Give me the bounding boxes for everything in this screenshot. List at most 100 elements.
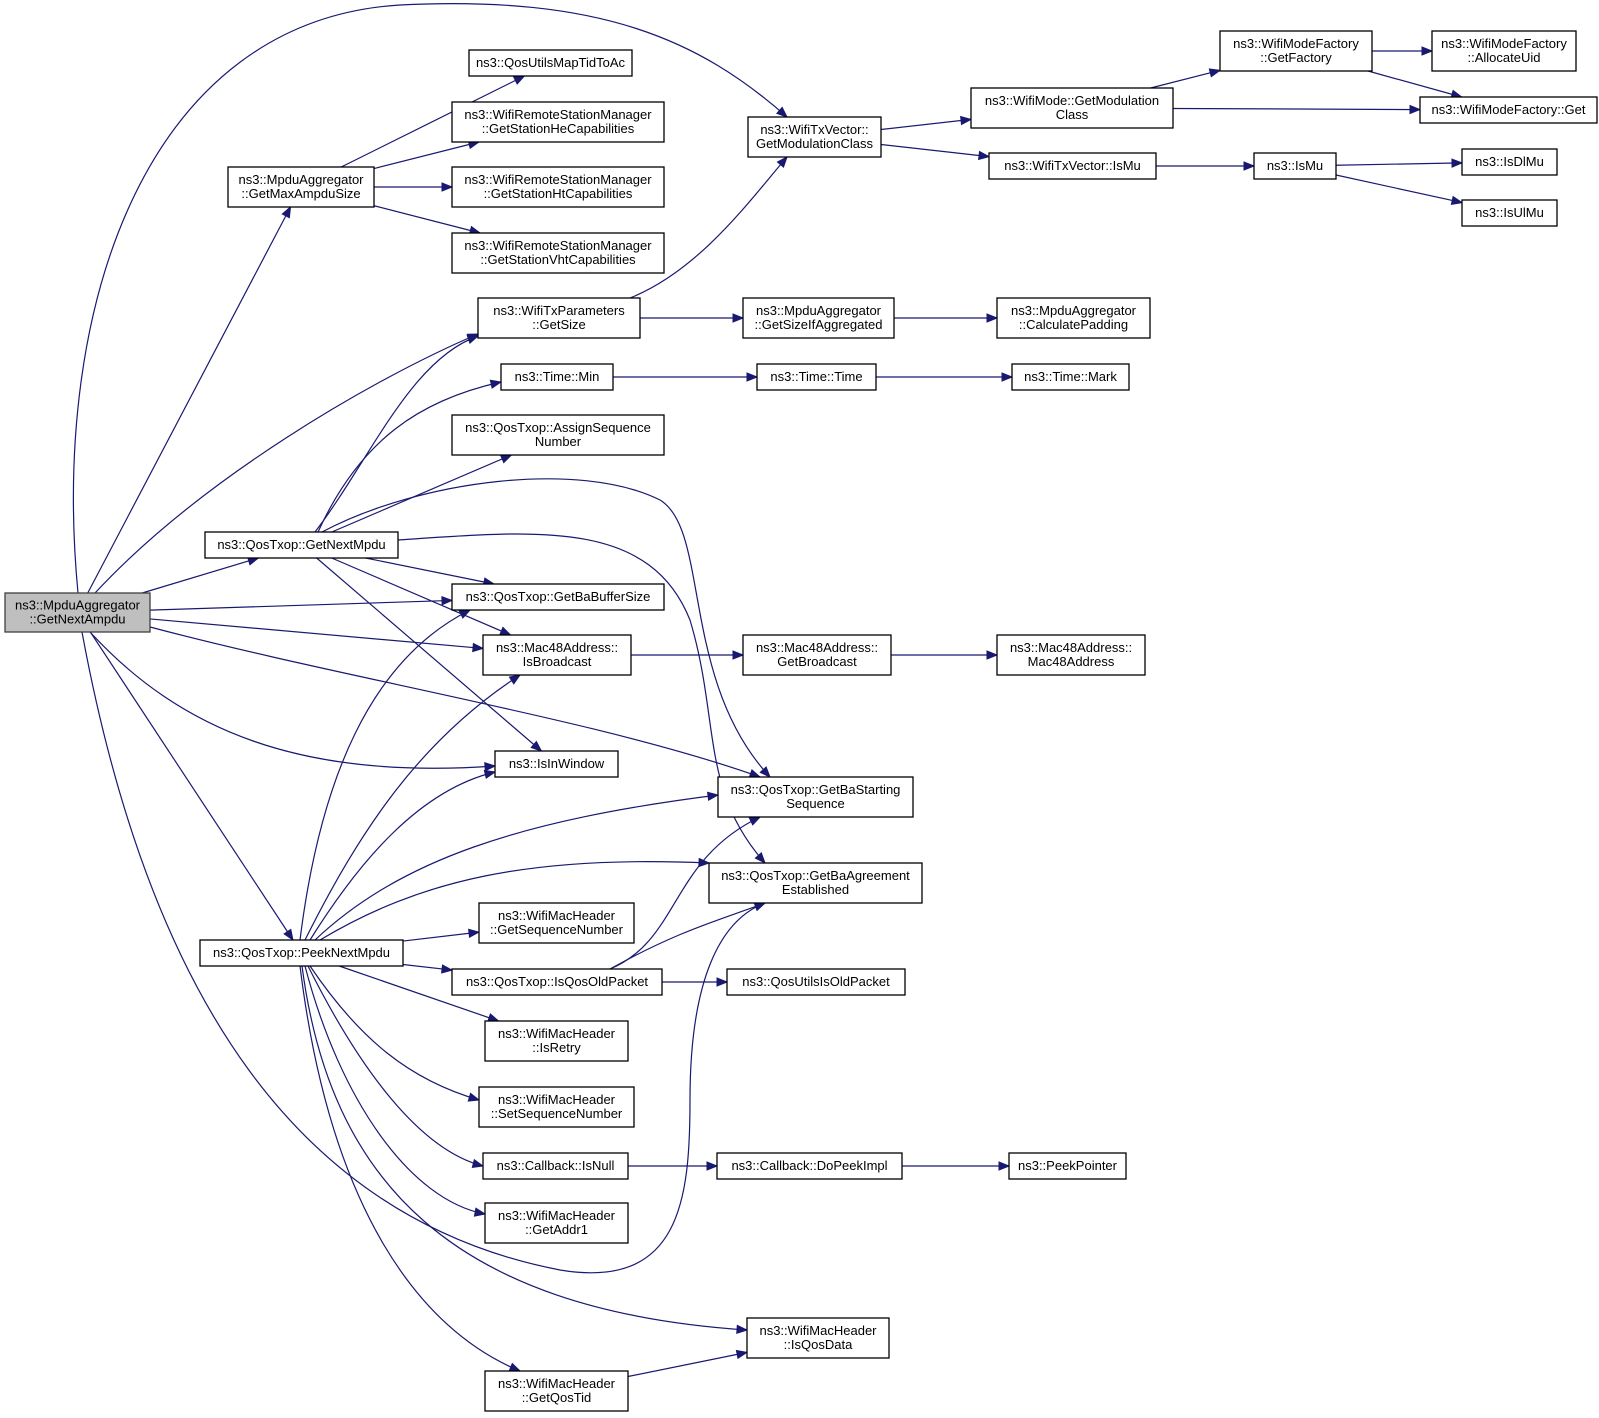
function-node[interactable]: ns3::Mac48Address::Mac48Address	[996, 634, 1146, 676]
node-label: ns3::WifiMacHeader	[759, 1323, 877, 1338]
edge-line	[314, 794, 719, 941]
function-node[interactable]: ns3::WifiModeFactory::AllocateUid	[1431, 30, 1577, 72]
function-node[interactable]: ns3::IsMu	[1253, 152, 1337, 180]
arrowhead-icon	[746, 372, 759, 382]
node-box	[717, 776, 914, 818]
function-node[interactable]: ns3::Mac48Address::GetBroadcast	[742, 634, 892, 676]
function-node[interactable]: ns3::MpduAggregator::GetSizeIfAggregated	[742, 297, 895, 339]
arrowhead-icon	[483, 769, 497, 780]
node-label: ns3::Mac48Address::	[496, 640, 618, 655]
function-node[interactable]: ns3::Callback::DoPeekImpl	[716, 1152, 903, 1180]
function-node[interactable]: ns3::WifiRemoteStationManager::GetStatio…	[451, 166, 665, 208]
node-label: ns3::IsDlMu	[1475, 154, 1544, 169]
function-node[interactable]: ns3::WifiRemoteStationManager::GetStatio…	[451, 101, 665, 143]
node-label: ns3::MpduAggregator	[15, 598, 141, 613]
arrowhead-icon	[706, 791, 720, 802]
function-node[interactable]: ns3::IsDlMu	[1461, 148, 1558, 176]
edge-isQosOldPacket-to-qosUtilsIsOldPacket	[662, 977, 729, 987]
node-box	[1461, 199, 1558, 227]
function-node[interactable]: ns3::Time::Min	[500, 363, 614, 391]
node-label: ns3::WifiModeFactory	[1441, 36, 1567, 51]
node-label: GetModulationClass	[756, 136, 874, 151]
node-label: ns3::QosTxop::GetBaBufferSize	[466, 589, 651, 604]
function-node[interactable]: ns3::Time::Mark	[1011, 363, 1130, 391]
function-node[interactable]: ns3::Time::Time	[756, 363, 877, 391]
function-node[interactable]: ns3::WifiModeFactory::GetFactory	[1219, 30, 1373, 72]
function-node[interactable]: ns3::WifiMacHeader::GetSequenceNumber	[478, 902, 635, 944]
function-node[interactable]: ns3::IsUlMu	[1461, 199, 1558, 227]
function-node[interactable]: ns3::QosUtilsIsOldPacket	[726, 968, 906, 996]
edge-line	[149, 626, 761, 778]
node-box	[451, 968, 663, 996]
function-node[interactable]: ns3::MpduAggregator::CalculatePadding	[996, 297, 1151, 339]
node-box	[494, 750, 619, 778]
function-node[interactable]: ns3::WifiTxParameters::GetSize	[477, 297, 641, 339]
function-node[interactable]: ns3::QosTxop::PeekNextMpdu	[199, 939, 404, 967]
function-node[interactable]: ns3::WifiTxVector::IsMu	[988, 152, 1157, 180]
node-label: ::GetQosTid	[522, 1390, 592, 1405]
root-function-node[interactable]: ns3::MpduAggregator::GetNextAmpdu	[4, 592, 151, 633]
node-label: ns3::Mac48Address::	[756, 640, 878, 655]
edge-wifiModeGetModClass-to-getFactory	[1150, 68, 1222, 89]
function-node[interactable]: ns3::WifiRemoteStationManager::GetStatio…	[451, 232, 665, 274]
edge-line	[880, 143, 990, 158]
edge-peekNextMpdu-to-getBaAgreement	[319, 857, 711, 941]
function-node[interactable]: ns3::MpduAggregator::GetMaxAmpduSize	[227, 166, 375, 208]
function-node[interactable]: ns3::QosTxop::IsQosOldPacket	[451, 968, 663, 996]
function-node[interactable]: ns3::WifiMacHeader::GetQosTid	[484, 1370, 629, 1412]
arrowhead-icon	[754, 852, 766, 865]
edge-isMu-to-isUlMu	[1335, 174, 1464, 205]
node-label: ::GetSize	[532, 317, 585, 332]
function-node[interactable]: ns3::WifiMacHeader::IsQosData	[746, 1317, 890, 1359]
function-node[interactable]: ns3::QosUtilsMapTidToAc	[468, 49, 633, 77]
node-label: ::GetSequenceNumber	[490, 922, 624, 937]
node-box	[726, 968, 906, 996]
edge-line	[338, 965, 499, 1022]
node-label: ns3::WifiTxVector::	[760, 122, 868, 137]
edge-line	[299, 965, 521, 1372]
function-node[interactable]: ns3::WifiMacHeader::SetSequenceNumber	[478, 1086, 635, 1128]
function-node[interactable]: ns3::WifiTxVector::GetModulationClass	[747, 116, 882, 158]
node-label: ns3::QosTxop::AssignSequence	[465, 420, 651, 435]
node-label: ::GetMaxAmpduSize	[241, 186, 360, 201]
edge-peekNextMpdu-to-callbackIsNull	[307, 965, 485, 1169]
function-node[interactable]: ns3::WifiMode::GetModulationClass	[970, 87, 1174, 129]
arrowhead-icon	[281, 205, 292, 219]
function-node[interactable]: ns3::WifiMacHeader::GetAddr1	[484, 1202, 629, 1244]
function-node[interactable]: ns3::QosTxop::GetNextMpdu	[204, 531, 399, 559]
arrowhead-icon	[1208, 68, 1222, 78]
node-label: ::SetSequenceNumber	[491, 1106, 623, 1121]
function-node[interactable]: ns3::PeekPointer	[1008, 1152, 1127, 1180]
edge-line	[89, 631, 294, 941]
node-box	[199, 939, 404, 967]
edge-line	[149, 618, 484, 650]
nodes-layer: ns3::MpduAggregator::GetNextAmpduns3::Mp…	[4, 30, 1598, 1412]
node-label: ::GetNextAmpdu	[29, 612, 125, 627]
node-label: ns3::QosUtilsMapTidToAc	[476, 55, 626, 70]
edge-line	[309, 771, 496, 941]
node-label: ::GetStationHtCapabilities	[484, 186, 633, 201]
arrowhead-icon	[986, 650, 999, 660]
function-node[interactable]: ns3::IsInWindow	[494, 750, 619, 778]
function-node[interactable]: ns3::Mac48Address::IsBroadcast	[482, 634, 632, 676]
function-node[interactable]: ns3::WifiMacHeader::IsRetry	[484, 1020, 629, 1062]
edge-peekNextMpdu-to-setSequenceNumber	[309, 965, 481, 1102]
node-label: ns3::PeekPointer	[1018, 1158, 1118, 1173]
function-node[interactable]: ns3::Callback::IsNull	[482, 1152, 629, 1180]
edge-getSizeIfAggregated-to-calculatePadding	[894, 313, 999, 323]
edge-line	[321, 478, 771, 778]
edge-isBroadcast-to-getBroadcast	[631, 650, 745, 660]
node-label: ::CalculatePadding	[1019, 317, 1128, 332]
node-label: ns3::WifiMode::GetModulation	[985, 93, 1159, 108]
node-label: ::GetFactory	[1260, 50, 1332, 65]
function-node[interactable]: ns3::QosTxop::GetBaBufferSize	[451, 583, 665, 611]
function-node[interactable]: ns3::WifiModeFactory::Get	[1419, 96, 1598, 124]
edge-line	[373, 205, 481, 234]
node-box	[1008, 1152, 1127, 1180]
node-box	[477, 297, 641, 339]
arrowhead-icon	[283, 928, 294, 942]
node-box	[451, 166, 665, 208]
